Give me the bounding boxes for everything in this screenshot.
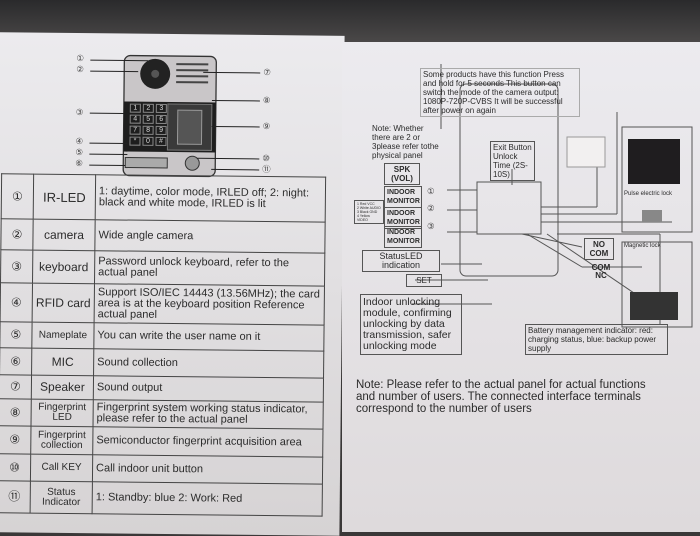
row-number: ⑤ [0,322,32,348]
right-manual-page: Some products have this function Press a… [342,42,700,532]
row-name: Fingerprint LED [31,399,93,427]
callout-6: ⑥ [75,159,83,168]
key: 8 [143,126,154,135]
row-name: IR-LED [33,174,95,220]
key: 0 [142,137,153,146]
bottom-note: Note: Please refer to the actual panel f… [356,379,656,415]
battery-indicator-note: Battery management indicator: red: charg… [525,324,668,355]
row-desc: Fingerprint system working status indica… [93,400,323,429]
callout-11: ⑪ [262,165,271,174]
exit-button-label: Exit Button Unlock Time (2S-10S) [490,141,535,181]
row-number: ⑪ [0,481,30,513]
row-desc: Support ISO/IEC 14443 (13.56MHz); the ca… [94,284,324,325]
row-name: Status Indicator [30,481,92,514]
row-name: Fingerprint collection [31,426,93,455]
row-desc: Password unlock keyboard, refer to the a… [94,251,324,286]
row-desc: Sound collection [94,349,324,378]
row-number: ⑦ [0,375,32,399]
monitor-number-2: ② [427,204,435,213]
callout-4: ④ [75,137,83,146]
monitor-number-1: ① [427,187,435,196]
row-name: Nameplate [32,322,94,349]
pulse-lock-label: Pulse electric lock [624,191,690,198]
row-name: keyboard [33,250,95,284]
row-name: MIC [32,348,94,376]
row-name: Speaker [31,375,93,400]
door-panel-diagram [0,32,339,181]
indoor-monitor-1: INDOOR MONITOR [384,186,422,208]
set-label: SET [406,274,442,287]
magnetic-lock-label: Magnetic lock [624,243,690,249]
no-com-terminal: NO COM [584,238,614,260]
row-number: ④ [0,283,32,322]
row-name: RFID card [32,283,94,323]
row-number: ③ [1,250,33,283]
row-number: ⑧ [0,399,31,426]
status-led-label: StatusLED indication [362,250,440,272]
key: 2 [143,104,154,113]
keypad: 1 2 3 4 5 6 7 8 9 * 0 # [129,104,165,146]
key: 7 [130,126,141,135]
row-desc: You can write the user name on it [94,323,324,351]
callout-10: ⑩ [262,154,270,163]
key: * [129,137,140,146]
key: 5 [143,115,154,124]
whether-note: Note: Whether there are 2 or 3please ref… [372,124,442,160]
key: 4 [130,115,141,124]
row-desc: 1: daytime, color mode, IRLED off; 2: ni… [95,175,325,222]
indoor-monitor-3: INDOOR MONITOR [384,226,422,248]
com-nc-terminal: COM NC [589,264,613,280]
callout-8: ⑧ [263,96,271,105]
row-number: ② [1,219,33,250]
row-name: camera [33,219,95,251]
key: # [155,137,166,146]
callout-2: ② [76,65,84,74]
callout-9: ⑨ [263,122,271,131]
row-desc: Sound output [93,376,323,402]
callout-7: ⑦ [263,68,271,77]
key: 9 [156,126,167,135]
row-desc: 1: Standby: blue 2: Work: Red [92,482,322,516]
legend-item: 4 Yellow VIDEO [357,214,381,222]
key: 1 [130,104,141,113]
callout-5: ⑤ [75,148,83,157]
row-desc: Call indoor unit button [92,455,322,484]
row-number: ⑨ [0,426,31,454]
monitor-number-3: ③ [427,222,435,231]
row-desc: Semiconductor fingerprint acquisition ar… [93,427,323,457]
row-number: ⑥ [0,348,32,375]
row-number: ① [1,174,33,219]
indoor-unlock-module-note: Indoor unlocking module, confirming unlo… [360,294,462,355]
callout-3: ③ [76,108,84,117]
row-desc: Wide angle camera [95,220,325,253]
key: 6 [156,115,167,124]
left-manual-page: 1 2 3 4 5 6 7 8 9 * 0 # ① ② ③ ④ ⑤ ⑥ ⑦ ⑧ … [0,32,345,536]
mode-switch-note: Some products have this function Press a… [420,68,580,117]
callout-1: ① [76,54,84,63]
key: 3 [156,104,167,113]
row-number: ⑩ [0,454,31,481]
row-name: Call KEY [30,454,92,482]
wire-color-legend: 1 Red VCC 2 White AUDIO 3 Black GND 4 Ye… [354,200,384,224]
spk-vol-label: SPK (VOL) [384,163,420,185]
